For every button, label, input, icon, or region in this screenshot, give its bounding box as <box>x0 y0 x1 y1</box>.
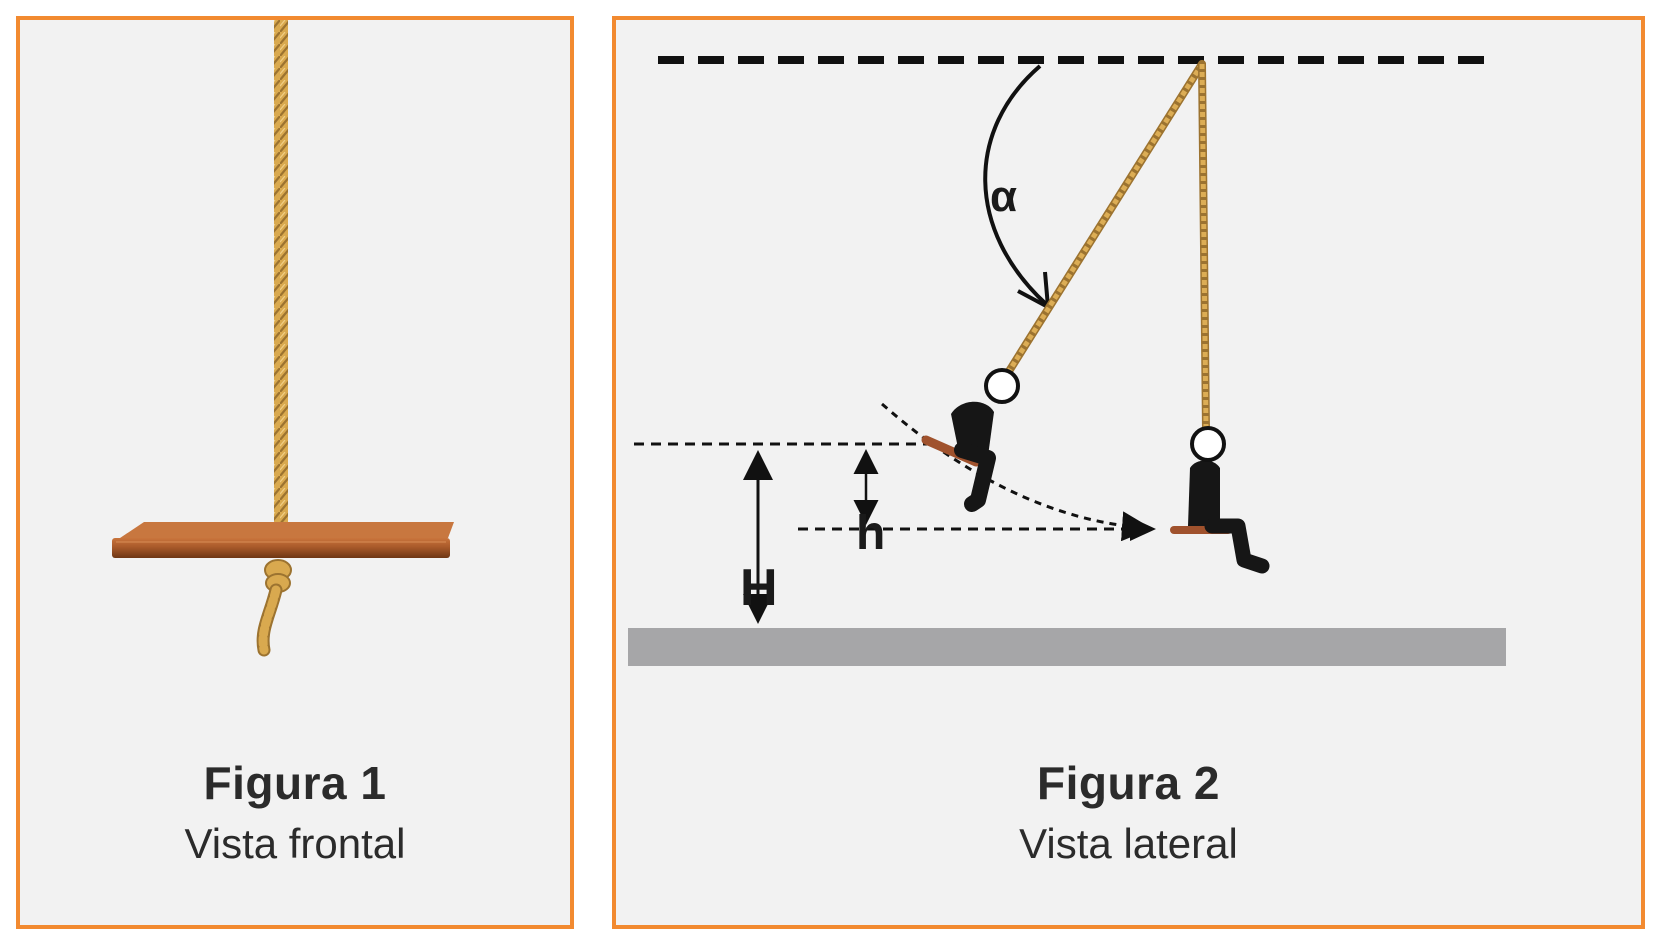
figure-2-subtitle: Vista lateral <box>1019 820 1238 867</box>
rope-swung <box>1002 60 1206 380</box>
rope-rest <box>1198 60 1210 434</box>
figure-2-panel: α h H Figura 2 Vista lateral <box>612 16 1645 929</box>
rope-knot <box>256 559 292 657</box>
angle-alpha-label: α <box>990 172 1018 221</box>
wooden-seat <box>112 522 454 558</box>
swing-side-view <box>628 56 1506 666</box>
arrow-head <box>1130 517 1156 541</box>
height-H-label: H <box>740 559 778 617</box>
ground <box>628 628 1506 666</box>
figure-1-title: Figura 1 <box>203 757 387 809</box>
swing-front-view <box>112 20 454 657</box>
rope <box>274 20 288 540</box>
person-at-rest <box>1170 426 1270 574</box>
person-swinging <box>921 368 1020 512</box>
figure-1-panel: Figura 1 Vista frontal <box>16 16 574 929</box>
figure-2-title: Figura 2 <box>1037 757 1220 809</box>
figure-1-subtitle: Vista frontal <box>184 820 406 867</box>
trajectory-curve <box>881 402 1152 542</box>
height-h-label: h <box>856 507 886 560</box>
